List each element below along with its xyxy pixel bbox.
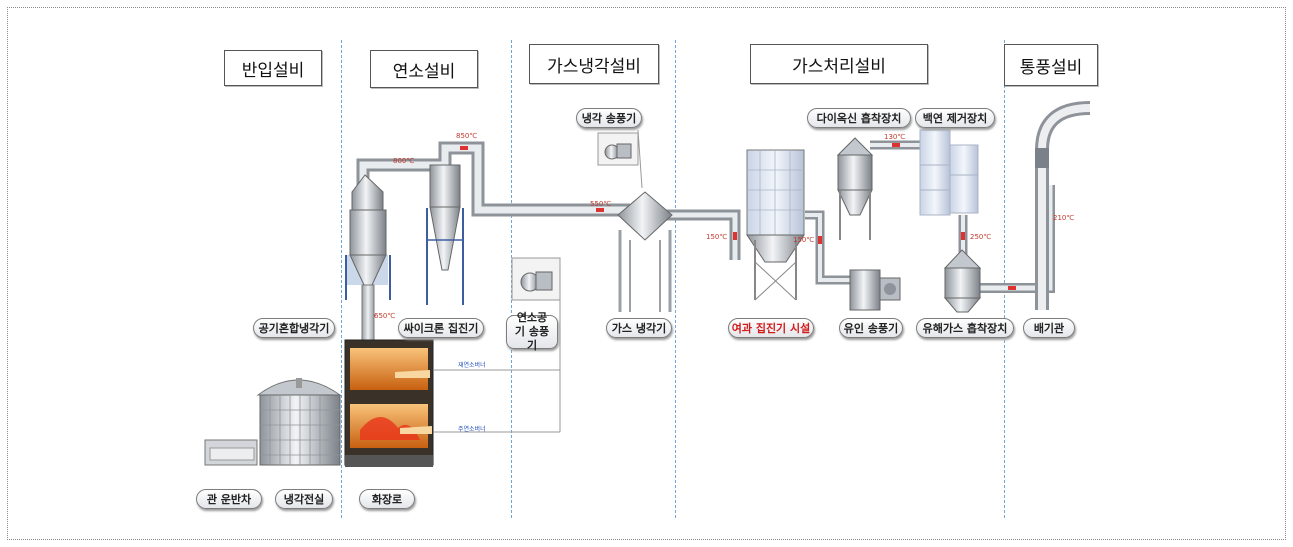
label-conveyor: 관 운반차	[196, 489, 262, 509]
temp-filter-outlet: 150℃	[793, 236, 815, 244]
label-upper-burner: 재연소버너	[458, 362, 486, 369]
conveyor-drawing	[204, 439, 258, 466]
temp-filter-inlet: 150℃	[706, 233, 728, 241]
incinerator-drawing	[344, 258, 561, 467]
cyclone-drawing	[426, 164, 464, 305]
label-air-mix-cooler: 공기혼합냉각기	[253, 318, 335, 338]
label-combustion-fan: 연소공기 송풍기	[506, 311, 558, 352]
bag-filter-drawing	[746, 149, 805, 301]
combustion-fan-drawing	[511, 257, 561, 301]
temp-adsorber-inlet: 250℃	[970, 233, 992, 241]
air-mix-cooler-drawing	[345, 174, 391, 341]
temp-smoke-remover: 130℃	[884, 133, 906, 141]
section-gas-cooling: 가스냉각설비	[529, 44, 659, 84]
label-incinerator: 화장로	[359, 489, 415, 509]
white-smoke-remover-drawing	[919, 129, 979, 216]
cooling-chamber-drawing	[256, 378, 342, 466]
divider-1	[341, 40, 342, 518]
temp-duct-1: 800℃	[393, 157, 415, 165]
cooling-fan-drawing	[597, 129, 643, 189]
label-induced-fan: 유인 송풍기	[839, 318, 903, 338]
section-ventilation: 통풍설비	[1004, 44, 1098, 86]
harmful-gas-adsorber-drawing	[943, 249, 982, 313]
dioxin-adsorber-drawing	[836, 137, 874, 240]
temp-incinerator-outlet: 650℃	[374, 312, 396, 320]
label-stack: 배기관	[1023, 318, 1075, 338]
label-cooling-fan: 냉각 송풍기	[576, 108, 642, 128]
diagram-frame	[7, 7, 1286, 540]
divider-3	[675, 40, 676, 518]
label-lower-burner: 주연소버너	[458, 426, 486, 433]
label-cooling-chamber: 냉각전실	[275, 489, 333, 509]
label-dioxin-adsorber: 다이옥신 흡착장치	[807, 108, 911, 128]
label-white-smoke-remover: 백연 제거장치	[915, 108, 995, 128]
temp-cooler-inlet: 550℃	[590, 200, 612, 208]
divider-4	[1004, 40, 1005, 518]
temp-stack: 210℃	[1053, 214, 1075, 222]
induced-fan-drawing	[849, 269, 901, 311]
label-bag-filter: 여과 집진기 시설	[728, 318, 814, 338]
stack-drawing	[1035, 101, 1091, 310]
section-receiving: 반입설비	[224, 50, 322, 86]
temp-duct-2: 850℃	[456, 132, 478, 140]
label-harmful-gas-adsorber: 유해가스 흡착장치	[916, 318, 1014, 338]
gas-cooler-drawing	[617, 191, 673, 312]
label-gas-cooler: 가스 냉각기	[606, 318, 672, 338]
section-gas-treatment: 가스처리설비	[750, 44, 928, 84]
section-combustion: 연소설비	[370, 50, 478, 88]
label-cyclone: 싸이크론 집진기	[398, 318, 484, 338]
